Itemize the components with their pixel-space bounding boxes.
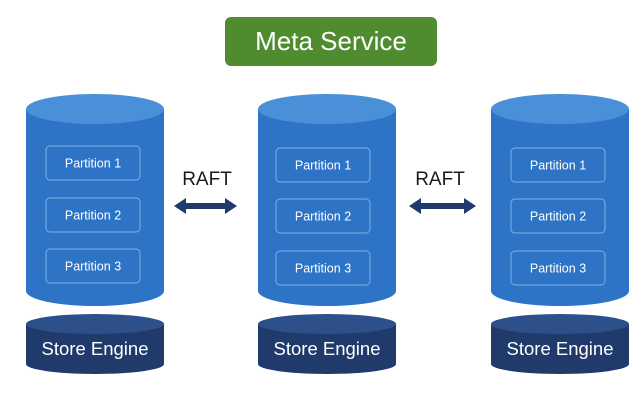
cylinder-body bbox=[258, 109, 396, 306]
raft-label: RAFT bbox=[415, 169, 465, 190]
partition-label: Partition 1 bbox=[65, 157, 121, 171]
engine-top bbox=[491, 314, 629, 334]
storage-node-2: Partition 1 Partition 2 Partition 3 Stor… bbox=[258, 94, 396, 374]
engine-body bbox=[258, 324, 396, 374]
partition-label: Partition 2 bbox=[530, 210, 586, 224]
meta-service-box: Meta Service bbox=[225, 17, 437, 66]
partition-box-1: Partition 1 bbox=[45, 145, 141, 181]
partition-label: Partition 2 bbox=[295, 210, 351, 224]
partition-box-1: Partition 1 bbox=[275, 147, 371, 183]
partition-box-3: Partition 3 bbox=[510, 250, 606, 286]
engine-body bbox=[491, 324, 629, 374]
engine-top bbox=[258, 314, 396, 334]
partition-box-1: Partition 1 bbox=[510, 147, 606, 183]
partition-label: Partition 2 bbox=[65, 209, 121, 223]
cylinder-top bbox=[258, 94, 396, 124]
partition-label: Partition 3 bbox=[295, 262, 351, 276]
store-engine-label: Store Engine bbox=[274, 338, 381, 359]
partition-box-3: Partition 3 bbox=[45, 248, 141, 284]
cylinder-top bbox=[491, 94, 629, 124]
engine-body bbox=[26, 324, 164, 374]
partition-label: Partition 3 bbox=[65, 260, 121, 274]
raft-link-1: RAFT bbox=[174, 169, 237, 214]
partition-box-2: Partition 2 bbox=[45, 197, 141, 233]
meta-service-label: Meta Service bbox=[255, 26, 407, 56]
partition-box-border bbox=[275, 250, 371, 286]
partition-label: Partition 3 bbox=[530, 262, 586, 276]
partition-cylinder bbox=[26, 94, 164, 306]
store-engine-disk: Store Engine bbox=[491, 314, 629, 374]
store-engine-label: Store Engine bbox=[507, 338, 614, 359]
partition-box-border bbox=[275, 147, 371, 183]
double-arrow-icon bbox=[409, 198, 476, 214]
partition-box-2: Partition 2 bbox=[510, 198, 606, 234]
store-engine-disk: Store Engine bbox=[26, 314, 164, 374]
meta-service-box-bg bbox=[225, 17, 437, 66]
partition-box-border bbox=[45, 248, 141, 284]
store-engine-label: Store Engine bbox=[42, 338, 149, 359]
cylinder-body bbox=[491, 109, 629, 306]
store-engine-disk: Store Engine bbox=[258, 314, 396, 374]
partition-box-border bbox=[510, 198, 606, 234]
partition-box-border bbox=[510, 147, 606, 183]
partition-box-border bbox=[510, 250, 606, 286]
partition-box-border bbox=[45, 197, 141, 233]
partition-box-border bbox=[45, 145, 141, 181]
cylinder-body bbox=[26, 109, 164, 306]
cylinder-top bbox=[26, 94, 164, 124]
partition-cylinder bbox=[491, 94, 629, 306]
partition-box-3: Partition 3 bbox=[275, 250, 371, 286]
raft-label: RAFT bbox=[182, 169, 232, 190]
partition-cylinder bbox=[258, 94, 396, 306]
partition-box-border bbox=[275, 198, 371, 234]
partition-label: Partition 1 bbox=[295, 159, 351, 173]
partition-box-2: Partition 2 bbox=[275, 198, 371, 234]
raft-link-2: RAFT bbox=[409, 169, 476, 214]
partition-label: Partition 1 bbox=[530, 159, 586, 173]
double-arrow-icon bbox=[174, 198, 237, 214]
storage-node-1: Partition 1 Partition 2 Partition 3 Stor… bbox=[26, 94, 164, 374]
engine-top bbox=[26, 314, 164, 334]
storage-node-3: Partition 1 Partition 2 Partition 3 Stor… bbox=[491, 94, 629, 374]
